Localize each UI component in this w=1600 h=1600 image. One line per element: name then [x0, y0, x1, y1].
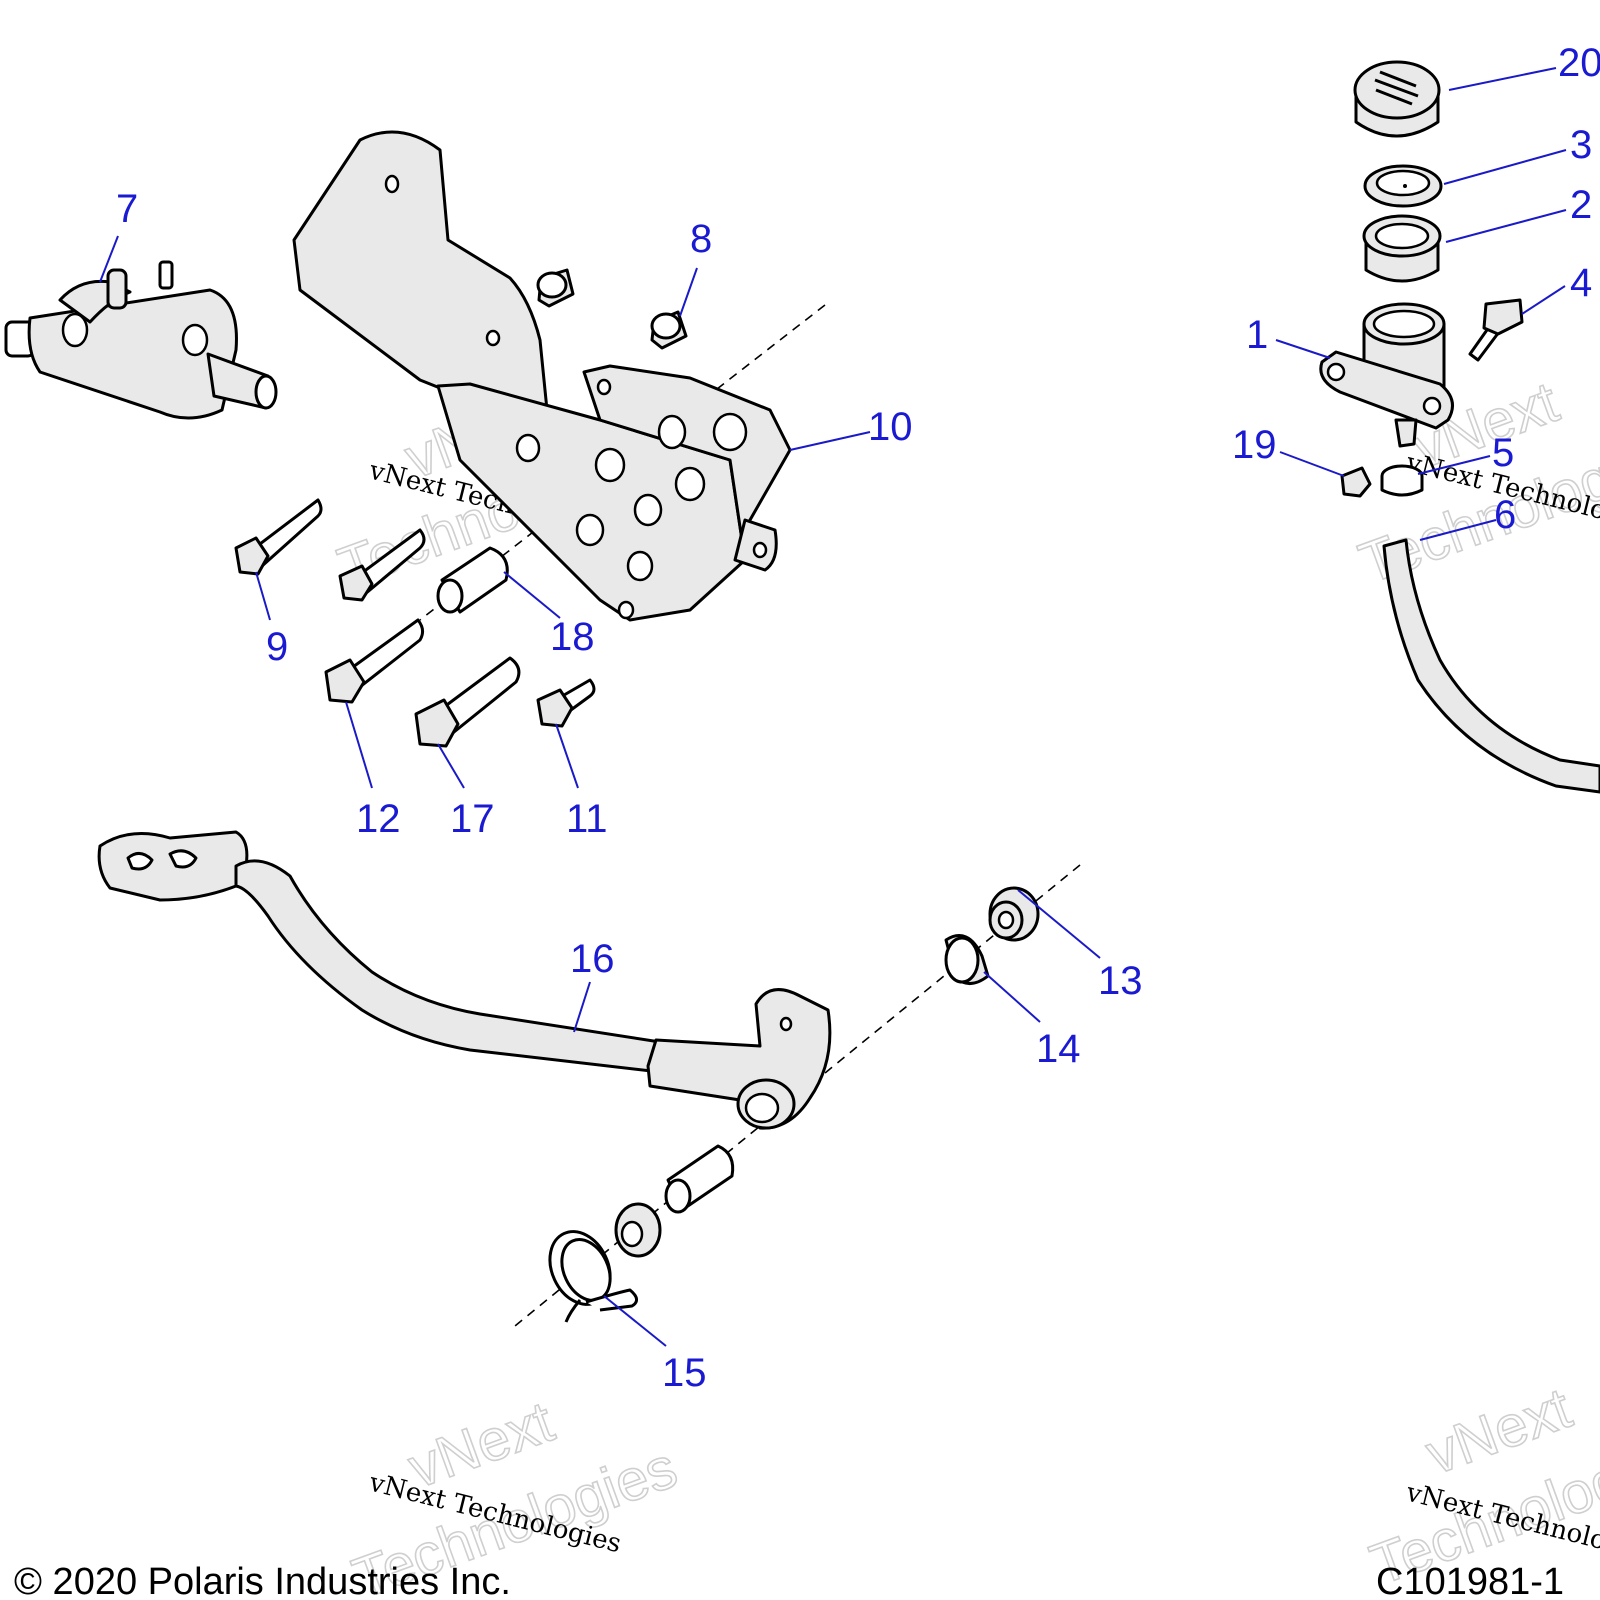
leader-14 [983, 971, 1041, 1023]
reservoir-cap-part-20 [1353, 60, 1441, 138]
bolt-part-4 [1468, 298, 1524, 362]
callout-13: 13 [1098, 959, 1143, 1003]
leader-12 [345, 701, 373, 789]
leader-11 [555, 723, 579, 789]
figure-id: C101981-1 [1376, 1561, 1564, 1600]
bolt-part-11 [536, 678, 596, 728]
seal-part-2 [1362, 214, 1442, 283]
callout-5: 5 [1492, 431, 1514, 475]
spacer-part-18 [436, 546, 509, 614]
leader-10 [789, 431, 871, 451]
reservoir-body-part-1 [1319, 302, 1454, 448]
spacer-lower [664, 1144, 735, 1214]
bolt-part-9b [338, 528, 426, 602]
nut-part-19 [1340, 466, 1372, 498]
bolt-part-12 [324, 618, 425, 704]
bushing-part-14 [944, 934, 990, 985]
leader-4 [1521, 285, 1566, 315]
copyright-text: © 2020 Polaris Industries Inc. [14, 1561, 511, 1600]
diaphragm-part-3 [1363, 164, 1443, 208]
callout-9: 9 [266, 625, 288, 669]
callout-1: 1 [1246, 313, 1268, 357]
leader-20 [1448, 67, 1557, 91]
leader-1 [1275, 339, 1331, 359]
callout-4: 4 [1570, 261, 1592, 305]
leader-9 [255, 571, 271, 621]
leader-2 [1445, 209, 1567, 243]
leader-17 [437, 743, 465, 789]
callout-11: 11 [566, 797, 608, 841]
callout-16: 16 [570, 937, 615, 981]
master-cylinder-part-7 [4, 260, 278, 420]
hose-part-6 [1382, 538, 1600, 794]
callout-19: 19 [1232, 423, 1277, 467]
leader-13 [1017, 889, 1101, 959]
leader-3 [1443, 149, 1567, 185]
callout-6: 6 [1494, 493, 1516, 537]
callout-2: 2 [1570, 183, 1592, 227]
bolt-part-9 [234, 498, 323, 576]
leader-5 [1417, 455, 1491, 475]
bushing-part-13 [988, 886, 1040, 942]
callout-12: 12 [356, 797, 401, 841]
leader-15 [603, 1295, 667, 1347]
leader-18 [503, 571, 561, 619]
leader-19 [1279, 451, 1345, 477]
callout-10: 10 [868, 405, 913, 449]
callout-20: 20 [1558, 41, 1600, 85]
washer-lower [614, 1202, 662, 1258]
leader-6 [1419, 519, 1497, 541]
bolt-part-17 [414, 656, 521, 748]
callout-15: 15 [662, 1351, 707, 1395]
callout-17: 17 [450, 797, 495, 841]
leader-16 [573, 981, 591, 1033]
callout-18: 18 [550, 615, 595, 659]
nut-part-8 [536, 268, 688, 350]
leader-7 [99, 235, 119, 283]
callout-14: 14 [1036, 1027, 1081, 1071]
callout-8: 8 [690, 217, 712, 261]
leader-8 [679, 267, 698, 317]
callout-3: 3 [1570, 123, 1592, 167]
brake-pedal-part-16 [97, 830, 832, 1130]
clamp-part-5 [1380, 464, 1424, 497]
spring-part-15 [548, 1230, 638, 1323]
callout-7: 7 [116, 187, 138, 231]
pedal-bracket-part-10 [292, 130, 792, 622]
watermark-4: vNext Technologies [1361, 1375, 1600, 1599]
